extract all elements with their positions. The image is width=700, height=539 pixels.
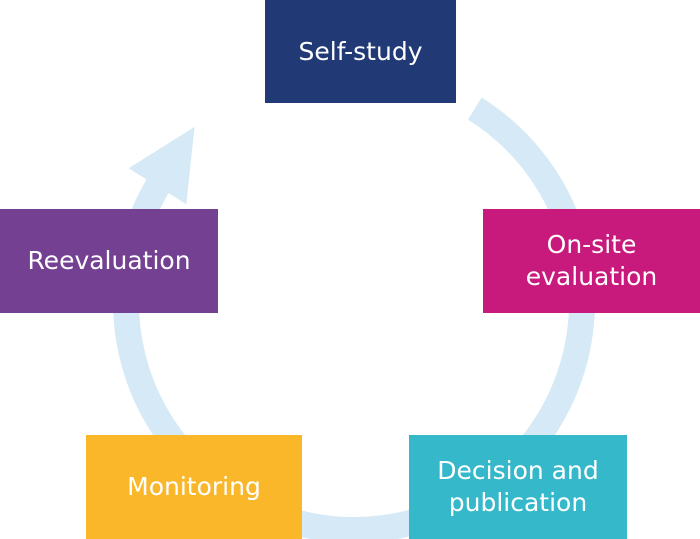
step-self-study: Self-study xyxy=(265,0,456,103)
step-reevaluation: Reevaluation xyxy=(0,209,218,313)
step-decision-and-publication: Decision and publication xyxy=(409,435,627,539)
step-decision-and-publication-label: Decision and publication xyxy=(437,456,599,517)
step-reevaluation-label: Reevaluation xyxy=(27,246,191,275)
step-on-site-evaluation: On-site evaluation xyxy=(483,209,700,313)
step-monitoring: Monitoring xyxy=(86,435,302,539)
cycle-arrowhead xyxy=(128,126,195,205)
step-self-study-label: Self-study xyxy=(298,36,423,66)
step-on-site-evaluation-label: On-site evaluation xyxy=(525,230,658,291)
step-monitoring-label: Monitoring xyxy=(127,472,261,501)
